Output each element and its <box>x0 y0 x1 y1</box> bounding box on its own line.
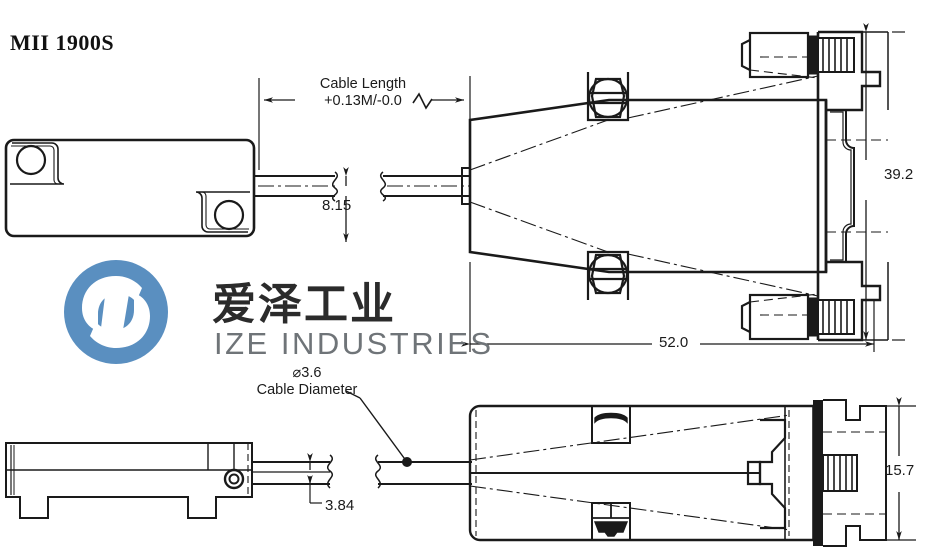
jackscrew-upper <box>740 31 855 79</box>
screw-block-lower-side <box>591 502 631 541</box>
dim-label-52-0: 52.0 <box>659 334 689 351</box>
sensor-body-side-view <box>5 442 253 519</box>
cable-top-view-left <box>254 171 338 202</box>
cable-side-view-left <box>252 454 333 489</box>
cable-length-note-line1: Cable Length <box>319 76 407 92</box>
cable-top-view-right <box>380 171 470 202</box>
cable-diameter-note: ⌀3.6 Cable Diameter <box>232 365 382 398</box>
connector-flange-top-view <box>816 30 889 342</box>
hex-screw-lower <box>586 250 630 300</box>
cable-length-note: Cable Length +0.13M/-0.0 <box>288 76 438 109</box>
dim-label-3-84: 3.84 <box>325 497 355 514</box>
connector-side-view <box>468 399 887 547</box>
connector-backshell-top-view <box>461 30 889 342</box>
cable-diameter-label: Cable Diameter <box>256 381 358 398</box>
cable-side-view-right <box>345 390 472 489</box>
cable-diameter-value: ⌀3.6 <box>292 365 322 381</box>
dimension-52-0 <box>461 262 875 352</box>
dimension-15-7 <box>886 397 916 541</box>
dim-label-39-2: 39.2 <box>884 166 914 183</box>
dimension-3-84 <box>307 453 322 504</box>
cable-length-note-line2: +0.13M/-0.0 <box>324 92 402 109</box>
screw-block-upper-side <box>591 405 631 444</box>
dim-label-8-15: 8.15 <box>322 197 352 214</box>
sensor-body-top-view <box>4 138 256 238</box>
page-title: MII 1900S <box>10 30 115 55</box>
connector-nose-side <box>746 399 887 547</box>
hex-screw-upper <box>586 72 630 122</box>
dimension-39-2 <box>863 23 905 341</box>
dimension-cable-length <box>258 76 471 170</box>
dim-label-15-7: 15.7 <box>885 462 915 479</box>
jackscrew-lower <box>740 293 855 341</box>
